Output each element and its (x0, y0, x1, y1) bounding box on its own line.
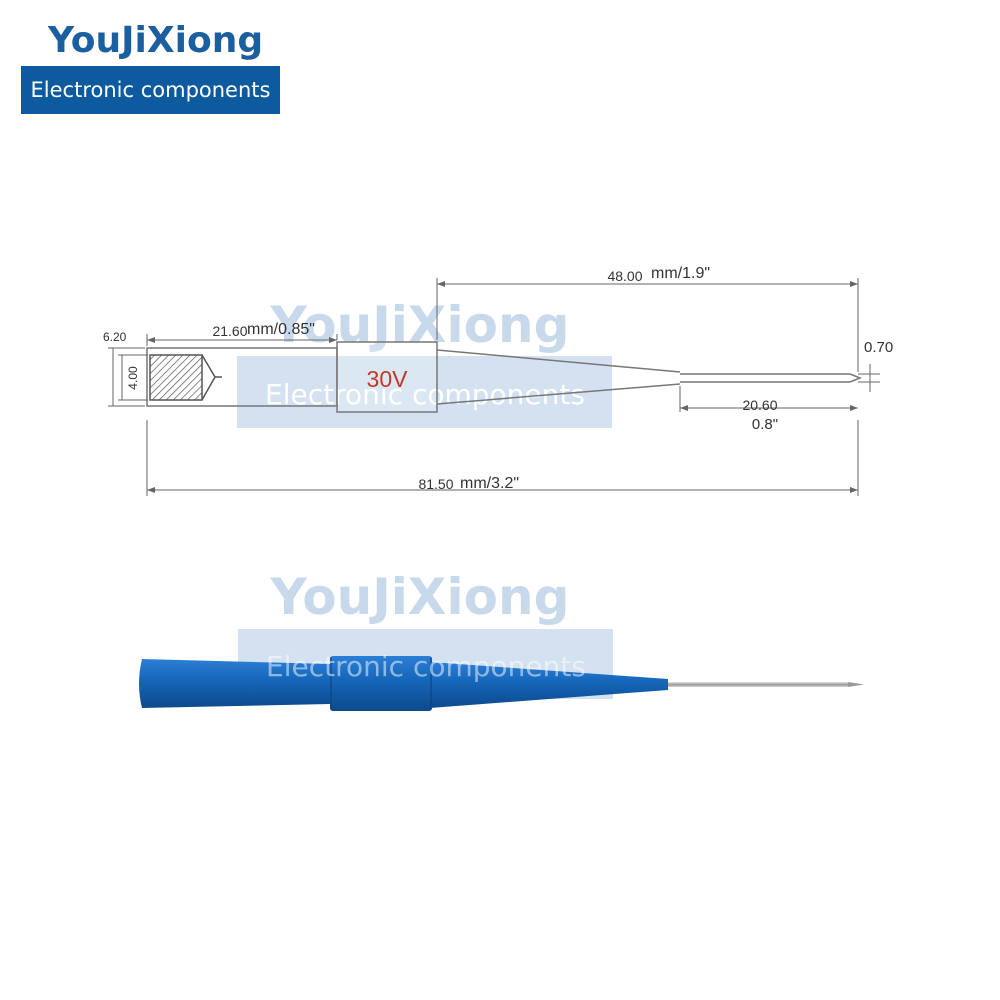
dimension-arrows (147, 281, 858, 493)
brand-title: YouJiXiong (48, 20, 264, 61)
dim-left-value: 21.60 (212, 323, 247, 339)
blue-probe-photo (139, 656, 864, 711)
watermark-band (237, 356, 612, 428)
dim-overall-value: 81.50 (418, 476, 453, 492)
watermark-subtitle-2: Electronic components (266, 650, 586, 683)
dim-left-unit: mm/0.85" (247, 321, 315, 338)
dim-top-value: 48.00 (607, 268, 642, 284)
watermark-title: YouJiXiong (270, 296, 570, 354)
dim-overall-unit: mm/3.2" (460, 475, 519, 492)
probe-outline (146, 341, 863, 413)
dim-inner-diameter: 4.00 (126, 366, 140, 390)
dim-top-unit: mm/1.9" (651, 265, 710, 282)
brand-subtitle-banner: Electronic components (21, 66, 280, 114)
dimension-lines (108, 278, 880, 496)
dim-tip-diameter: 0.70 (864, 339, 893, 356)
dim-outer-diameter: 6.20 (103, 330, 127, 344)
dim-pin-value: 20.60 (742, 397, 777, 413)
dim-pin-unit: 0.8" (752, 416, 778, 433)
voltage-label: 30V (367, 366, 409, 392)
watermark-title-2: YouJiXiong (270, 568, 570, 626)
